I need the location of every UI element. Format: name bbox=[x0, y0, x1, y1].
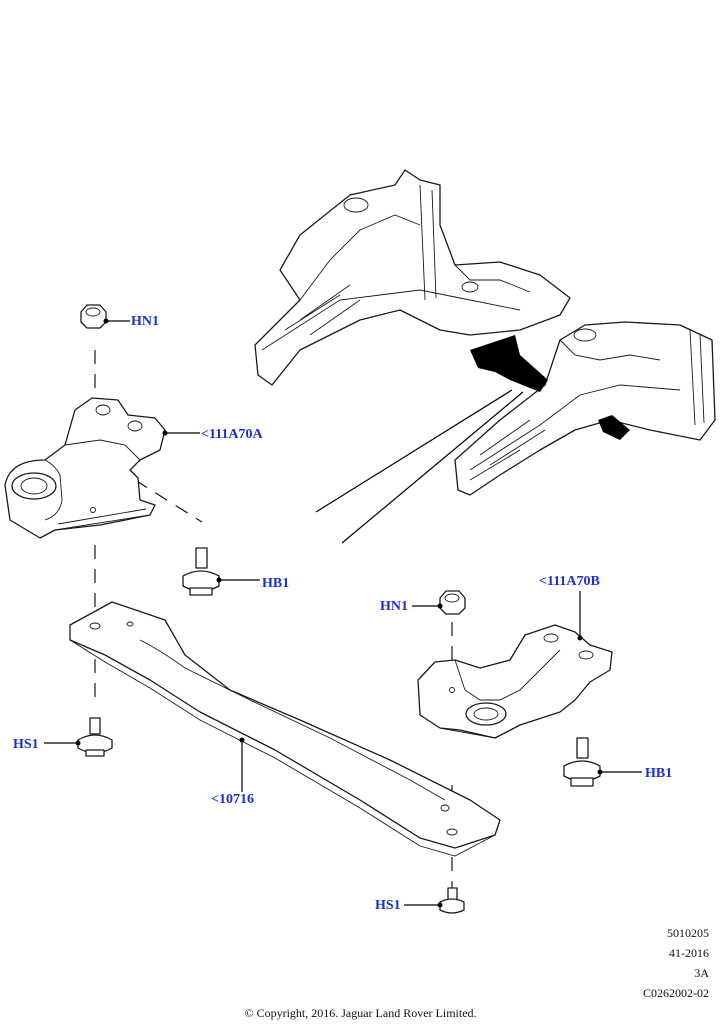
bolt-hs1-bottom bbox=[439, 887, 465, 914]
reference-code: 5010205 bbox=[667, 926, 709, 940]
bracket-111a70b bbox=[417, 624, 613, 739]
callout-hb1-right: HB1 bbox=[645, 766, 673, 781]
callout-hs1-bottom: HS1 bbox=[375, 898, 401, 913]
callout-111a70a: <111A70A bbox=[201, 427, 263, 442]
bolt-hb1-left bbox=[182, 547, 220, 596]
callout-hn1-left: HN1 bbox=[131, 314, 159, 329]
illustration-id: C0262002-02 bbox=[643, 986, 709, 1000]
callout-hb1-left: HB1 bbox=[262, 576, 290, 591]
view-pointer-line bbox=[315, 389, 513, 513]
bracket-111a70a bbox=[4, 397, 166, 539]
callout-10716: <10716 bbox=[211, 792, 254, 807]
hex-nut-hn1-left bbox=[80, 304, 107, 329]
reference-date: 41-2016 bbox=[669, 946, 709, 960]
callout-leaders bbox=[44, 318, 642, 908]
bolt-hb1-right bbox=[563, 737, 601, 787]
cross-member-10716 bbox=[69, 601, 501, 857]
assembly-axis bbox=[134, 479, 203, 523]
vehicle-body-overview bbox=[254, 169, 716, 496]
copyright-notice: © Copyright, 2016. Jaguar Land Rover Lim… bbox=[244, 1006, 477, 1020]
callout-hn1-right: HN1 bbox=[380, 599, 408, 614]
reference-revision: 3A bbox=[694, 966, 709, 980]
callout-hs1-left: HS1 bbox=[13, 737, 39, 752]
view-pointer-line bbox=[341, 391, 524, 544]
bolt-hs1-left bbox=[77, 717, 113, 757]
hex-nut-hn1-right bbox=[439, 590, 466, 615]
callout-111a70b: <111A70B bbox=[539, 574, 600, 589]
